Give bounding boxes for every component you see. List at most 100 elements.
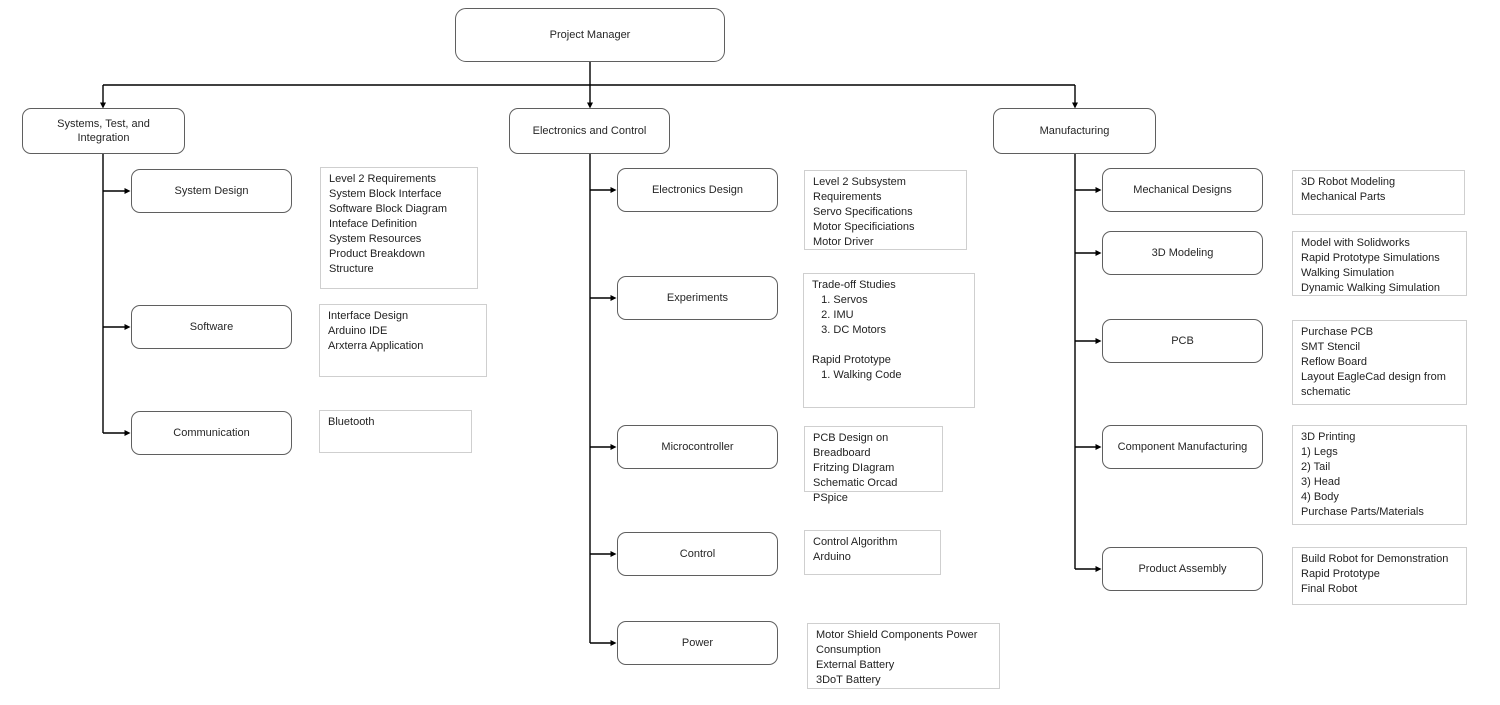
node-label: PCB xyxy=(1171,335,1194,347)
details-experiments: Trade-off Studies 1. Servos 2. IMU 3. DC… xyxy=(803,273,975,408)
detail-line: PCB Design on xyxy=(813,432,889,444)
node-label: Project Manager xyxy=(549,29,631,41)
detail-line: Breadboard xyxy=(813,447,871,459)
detail-line: 1. Walking Code xyxy=(812,369,902,381)
node-label: Electronics Design xyxy=(651,184,744,196)
node-product-assembly: Product Assembly xyxy=(1102,547,1263,591)
detail-line: Schematic Orcad PSpice xyxy=(813,477,901,504)
node-mechanical-designs: Mechanical Designs xyxy=(1102,168,1263,212)
detail-line: Level 2 Subsystem xyxy=(813,176,906,188)
detail-line: 1. Servos xyxy=(812,294,868,306)
node-system-design: System Design xyxy=(131,169,292,213)
detail-line: 2) Tail xyxy=(1301,461,1331,473)
detail-line: System Block Interface xyxy=(329,188,442,200)
detail-line: Motor Driver xyxy=(813,236,874,248)
detail-line: Rapid Prototype xyxy=(1301,568,1380,580)
detail-line: SMT Stencil xyxy=(1301,341,1361,353)
node-experiments: Experiments xyxy=(617,276,778,320)
detail-line: System Resources xyxy=(329,233,422,245)
node-label: System Design xyxy=(174,185,249,197)
detail-line: Arxterra Application xyxy=(328,340,424,352)
node-label: Communication xyxy=(173,427,250,439)
detail-line: 3. DC Motors xyxy=(812,324,886,336)
node-label: Microcontroller xyxy=(661,441,734,453)
detail-line: Bluetooth xyxy=(328,416,375,428)
detail-line: Servo Specifications xyxy=(813,206,913,218)
detail-line: Arduino xyxy=(813,551,851,563)
node-electronics-and-control: Electronics and Control xyxy=(509,108,670,154)
node-project-manager: Project Manager xyxy=(455,8,725,62)
node-component-manufacturing: Component Manufacturing xyxy=(1102,425,1263,469)
detail-line: 3) Head xyxy=(1301,476,1341,488)
detail-line: Walking Simulation xyxy=(1301,267,1395,279)
detail-line: External Battery xyxy=(816,659,895,671)
detail-line: 3D Robot Modeling xyxy=(1301,176,1396,188)
detail-line: Trade-off Studies xyxy=(812,279,896,291)
node-systems-test-integration: Systems, Test, and Integration xyxy=(22,108,185,154)
detail-line: Arduino IDE xyxy=(328,325,388,337)
detail-line xyxy=(812,338,966,353)
node-control: Control xyxy=(617,532,778,576)
detail-line: 1) Legs xyxy=(1301,446,1338,458)
detail-line: Mechanical Parts xyxy=(1301,191,1386,203)
node-label: Component Manufacturing xyxy=(1117,441,1248,453)
node-power: Power xyxy=(617,621,778,665)
node-label: Experiments xyxy=(666,292,729,304)
detail-line: Layout EagleCad design from xyxy=(1301,371,1446,383)
detail-line: Final Robot xyxy=(1301,583,1358,595)
detail-line: schematic xyxy=(1301,386,1351,398)
detail-line: 2. IMU xyxy=(812,309,854,321)
node-communication: Communication xyxy=(131,411,292,455)
detail-line: Rapid Prototype Simulations xyxy=(1301,252,1440,264)
node-label: Manufacturing xyxy=(1039,125,1110,137)
node-label: Control xyxy=(679,548,716,560)
detail-line: Motor Specificiations xyxy=(813,221,915,233)
detail-line: Level 2 Requirements xyxy=(329,173,437,185)
detail-line: Dynamic Walking Simulation xyxy=(1301,282,1440,294)
node-software: Software xyxy=(131,305,292,349)
node-3d-modeling: 3D Modeling xyxy=(1102,231,1263,275)
node-label: Product Assembly xyxy=(1138,563,1227,575)
detail-line: Structure xyxy=(329,263,374,275)
detail-line: 4) Body xyxy=(1301,491,1339,503)
node-pcb: PCB xyxy=(1102,319,1263,363)
node-label: Mechanical Designs xyxy=(1133,184,1232,196)
node-label: Software xyxy=(189,321,234,333)
detail-line: Consumption xyxy=(816,644,881,656)
details-communication: Bluetooth xyxy=(319,410,472,453)
detail-line: Rapid Prototype xyxy=(812,354,891,366)
detail-line: Motor Shield Components Power xyxy=(816,629,978,641)
detail-line: Requirements xyxy=(813,191,882,203)
detail-line: Interface Design xyxy=(328,310,409,322)
detail-line: Fritzing DIagram xyxy=(813,462,895,474)
detail-line: Build Robot for Demonstration xyxy=(1301,553,1449,565)
detail-line: Reflow Board xyxy=(1301,356,1368,368)
node-label: Systems, Test, and Integration xyxy=(57,118,150,144)
detail-line: Purchase PCB xyxy=(1301,326,1374,338)
detail-line: Software Block Diagram xyxy=(329,203,447,215)
detail-line: Control Algorithm xyxy=(813,536,898,548)
detail-line: 3D Printing xyxy=(1301,431,1356,443)
node-microcontroller: Microcontroller xyxy=(617,425,778,469)
detail-line: 3DoT Battery xyxy=(816,674,881,686)
detail-line: Inteface Definition xyxy=(329,218,418,230)
detail-line: Purchase Parts/Materials xyxy=(1301,506,1424,518)
node-manufacturing: Manufacturing xyxy=(993,108,1156,154)
node-label: Power xyxy=(681,637,714,649)
node-label: 3D Modeling xyxy=(1151,247,1214,259)
node-label: Electronics and Control xyxy=(532,125,647,137)
detail-line: Model with Solidworks xyxy=(1301,237,1410,249)
